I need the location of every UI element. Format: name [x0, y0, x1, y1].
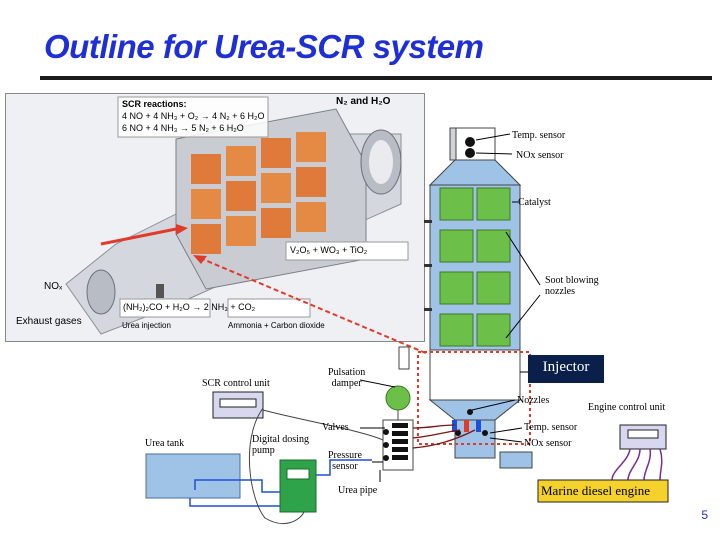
reaction-1: 4 NO + 4 NH₃ + O₂ → 4 N₂ + 6 H₂O [122, 111, 265, 121]
nox-sensor-top [465, 148, 475, 158]
title-underline [40, 76, 712, 80]
page-title: Outline for Urea-SCR system [44, 28, 484, 65]
injector-label: Injector [542, 359, 590, 375]
pulsation-damper-label: Pulsation damper [328, 367, 366, 389]
outlet-label: N₂ and H₂O [336, 96, 391, 107]
nozzles-label: Nozzles [517, 395, 550, 406]
marine-diesel-engine [537, 479, 669, 503]
temp-sensor-top [465, 137, 475, 147]
urea-formula: (NH₂)₂CO + H₂O → 2 NH₃ + CO₂ [123, 302, 256, 312]
catalyst-bricks [191, 132, 326, 254]
exhaust-inlet-pipe [454, 419, 496, 459]
urea-pipe-label: Urea pipe [338, 485, 378, 496]
reaction-2: 6 NO + 4 NH₃ → 5 N₂ + 6 H₂O [122, 123, 244, 133]
stack-outlet-pipe [454, 127, 496, 161]
scr-control-unit-label: SCR control unit [202, 378, 270, 389]
ammonia-caption: Ammonia + Carbon dioxide [228, 321, 325, 330]
pulsation-damper [398, 346, 410, 370]
urea-tank [145, 453, 241, 499]
nox-sensor-bottom-label: NOx sensor [524, 438, 572, 449]
exhaust-gases-label: Exhaust gases [16, 316, 82, 327]
scr-reactor-illustration: SCR reactions: 4 NO + 4 NH₃ + O₂ → 4 N₂ … [5, 93, 425, 342]
digital-dosing-pump [279, 459, 317, 513]
temp-sensor-bottom-label: Temp. sensor [524, 422, 578, 433]
marine-diesel-engine-label: Marine diesel engine [541, 483, 651, 498]
reactions-heading: SCR reactions: [122, 99, 187, 109]
urea-injection-caption: Urea injection [122, 321, 171, 330]
urea-tank-label: Urea tank [145, 438, 185, 449]
damper-sphere [385, 385, 411, 411]
pressure-sensor-label: Pressure sensor [328, 450, 362, 472]
mixing-section [429, 349, 521, 401]
catalyst-formula: V₂O₅ + WO₃ + TiO₂ [290, 245, 368, 255]
catalyst-label: Catalyst [518, 197, 551, 208]
catalyst-layers [439, 187, 511, 347]
page-number: 5 [701, 508, 708, 522]
stack-transition [428, 159, 522, 186]
injector-dashed-outline [417, 351, 531, 445]
engine-control-unit-label: Engine control unit [588, 402, 666, 413]
nox-inlet-label: NOₓ [44, 281, 63, 292]
nox-sensor-top-label: NOx sensor [516, 150, 564, 161]
scr-reactor-drawing [65, 96, 409, 335]
valves-label: Valves [322, 422, 349, 433]
soot-blowing-label: Soot blowing nozzles [545, 275, 599, 297]
injector-link-arrow [199, 257, 429, 355]
injector-box [528, 355, 604, 383]
temp-sensor-top-label: Temp. sensor [512, 130, 566, 141]
digital-dosing-pump-label: Digital dosing pump [252, 434, 309, 456]
